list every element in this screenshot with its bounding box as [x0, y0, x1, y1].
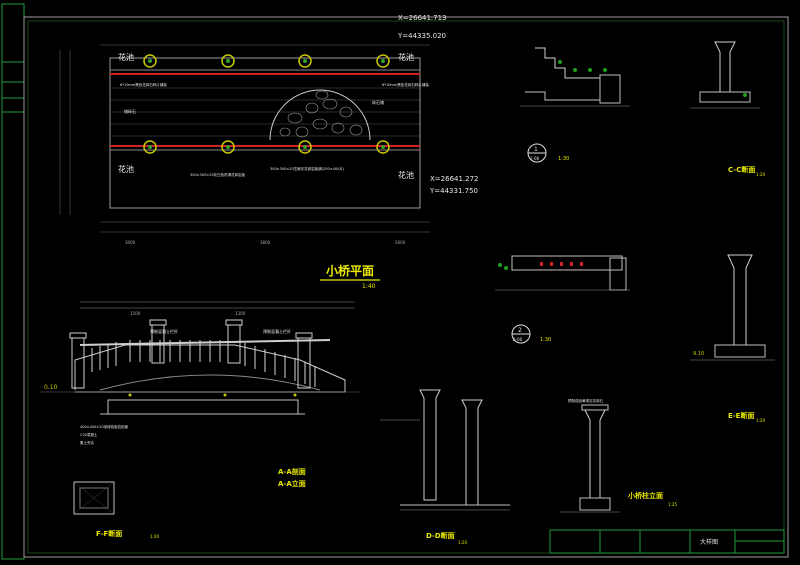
section-a-a-title: A-A剖面: [278, 467, 306, 476]
section-f-f-scale: 1:20: [150, 534, 159, 539]
detail-1-steps: [520, 47, 630, 107]
callout-1-number: 1: [534, 146, 538, 153]
section-e-e-scale: 1:20: [756, 418, 765, 423]
bridge-elevation-view: 0.10 预制混凝土栏杆 预制混凝土栏杆 1500 1300 400×400×2…: [40, 301, 360, 445]
plan-dim-3: 2600: [395, 240, 406, 245]
bridge-column-elevation: [560, 404, 620, 513]
title-block: [549, 529, 785, 554]
flower-bed-label-2: 花池: [398, 52, 414, 62]
plan-note-4: 300×300×20芝麻灰花岗岩板铺(200×400片): [270, 166, 345, 171]
elevation-level-0-10: 0.10: [44, 384, 58, 391]
elevation-section-note-b: C20混凝土: [80, 432, 98, 437]
callout-2-number: 2: [518, 327, 522, 334]
elevation-section-note-a: 400×400×20深绿色板岩贴面: [80, 424, 129, 429]
elevation-dim-2: 1300: [235, 311, 246, 316]
elevation-a-a-title: A-A立面: [278, 479, 306, 488]
section-f-f-detail: [73, 481, 115, 515]
section-f-f-title: F-F断面: [96, 529, 122, 538]
callout-1-sheet: 2-08: [530, 156, 540, 161]
callout-2-sheet: 2-08: [513, 337, 523, 342]
coord-top-x: X=26641.713: [398, 14, 447, 22]
callout-1-scale: 1:30: [558, 156, 569, 162]
section-d-d-scale: 1:20: [458, 540, 467, 545]
section-e-e-detail: [690, 254, 775, 361]
coord-top-y: Y=44335.020: [397, 32, 446, 40]
flower-bed-label-4: 花池: [398, 170, 414, 180]
flower-bed-label-1: 花池: [118, 52, 134, 62]
section-d-d-title: D-D断面: [426, 531, 455, 540]
plan-dim-1: 3000: [125, 240, 136, 245]
coord-bottom-x: X=26641.272: [430, 175, 479, 183]
elevation-level-9-10: 9.10: [693, 351, 704, 357]
section-c-c-title: C-C断面: [728, 165, 755, 174]
title-block-drawing-name: 大样图: [700, 538, 718, 546]
elevation-note-2: 预制混凝土栏杆: [263, 328, 291, 334]
elevation-section-note-c: 素土夯实: [80, 440, 94, 445]
plan-title: 小桥平面: [326, 263, 374, 278]
callout-2-scale: 1:30: [540, 337, 551, 343]
plan-note-2: 6*10mm黑色花岗石碎片铺装: [382, 82, 429, 87]
plan-dim-2: 3800: [260, 240, 271, 245]
left-title-strip: [1, 3, 25, 560]
section-c-c-detail: [690, 41, 760, 109]
coord-bottom-y: Y=44331.750: [429, 187, 478, 195]
elevation-note-1: 预制混凝土栏杆: [150, 328, 178, 334]
elevation-dim-1: 1500: [130, 311, 141, 316]
section-e-e-title: E-E断面: [728, 411, 754, 420]
bridge-plan-view: 花池 花池 花池 花池 X=26641.713 Y=44335.020 X=26…: [59, 14, 479, 245]
plan-note-3: 300×300×20灰白色防滑花岗岩板: [190, 172, 246, 177]
drawing-frame: [23, 16, 789, 558]
column-elevation-scale: 1:25: [668, 502, 677, 507]
flower-bed-label-3: 花池: [118, 164, 134, 174]
detail-callout-1: [527, 143, 547, 163]
section-c-c-scale: 1:20: [756, 172, 765, 177]
section-d-d-detail: [380, 389, 510, 511]
plan-note-6: 碎石铺: [372, 99, 384, 105]
detail-callout-2: [511, 324, 531, 344]
plan-note-5: 铺碎石: [124, 108, 136, 114]
column-elevation-title: 小桥柱立面: [627, 491, 663, 500]
column-post-note: 预制成品黄锈石花岗石: [568, 398, 603, 403]
plan-note-1: 6*10mm黑色花岗石碎片铺装: [120, 82, 167, 87]
plan-scale: 1:40: [362, 283, 376, 290]
detail-2-section: [495, 255, 630, 291]
